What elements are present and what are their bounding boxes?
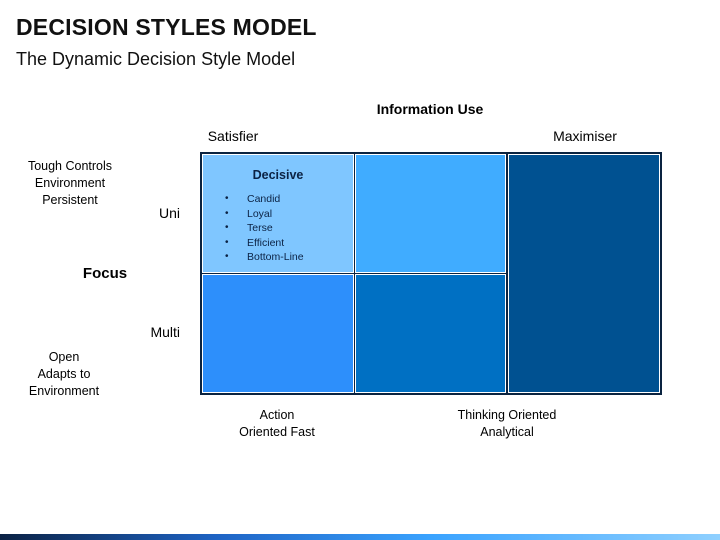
left-bottom-line: Adapts to	[37, 367, 91, 381]
decisive-title: Decisive	[252, 168, 304, 182]
trait-item: Candid	[225, 192, 304, 207]
bottom-left-cell	[202, 274, 354, 393]
decision-style-grid: Decisive Candid Loyal Terse Efficient Bo…	[200, 152, 662, 395]
left-top-line: Environment	[34, 176, 106, 190]
bottom-right-line: Thinking Oriented	[457, 408, 557, 422]
satisfier-label: Satisfier	[207, 128, 259, 144]
bottom-right-descriptor: Thinking Oriented Analytical	[437, 407, 577, 441]
page-title: DECISION STYLES MODEL	[16, 14, 317, 40]
trait-item: Bottom-Line	[225, 250, 304, 265]
bottom-left-line: Action	[259, 408, 295, 422]
bottom-right-line: Analytical	[480, 425, 534, 439]
left-bottom-line: Environment	[28, 384, 100, 398]
left-bottom-line: Open	[48, 350, 80, 364]
page-subtitle: The Dynamic Decision Style Model	[16, 49, 296, 69]
decisive-cell: Decisive Candid Loyal Terse Efficient Bo…	[202, 154, 354, 273]
left-top-line: Persistent	[42, 193, 98, 207]
decisive-traits-list: Candid Loyal Terse Efficient Bottom-Line	[225, 192, 304, 265]
trait-item: Efficient	[225, 236, 304, 251]
multi-label: Multi	[150, 324, 180, 340]
focus-label: Focus	[82, 265, 128, 282]
bottom-middle-cell	[355, 274, 506, 393]
trait-item: Loyal	[225, 207, 304, 222]
uni-label: Uni	[158, 205, 180, 221]
information-use-label: Information Use	[376, 101, 484, 117]
bottom-left-line: Oriented Fast	[239, 425, 315, 439]
maximiser-label: Maximiser	[553, 128, 617, 144]
footer-gradient-bar	[0, 534, 720, 540]
left-bottom-descriptor: Open Adapts to Environment	[4, 349, 124, 400]
left-top-descriptor: Tough Controls Environment Persistent	[10, 158, 130, 209]
top-middle-cell	[355, 154, 506, 273]
trait-item: Terse	[225, 221, 304, 236]
left-top-line: Tough Controls	[27, 159, 113, 173]
right-tall-cell	[508, 154, 660, 393]
bottom-left-descriptor: Action Oriented Fast	[217, 407, 337, 441]
